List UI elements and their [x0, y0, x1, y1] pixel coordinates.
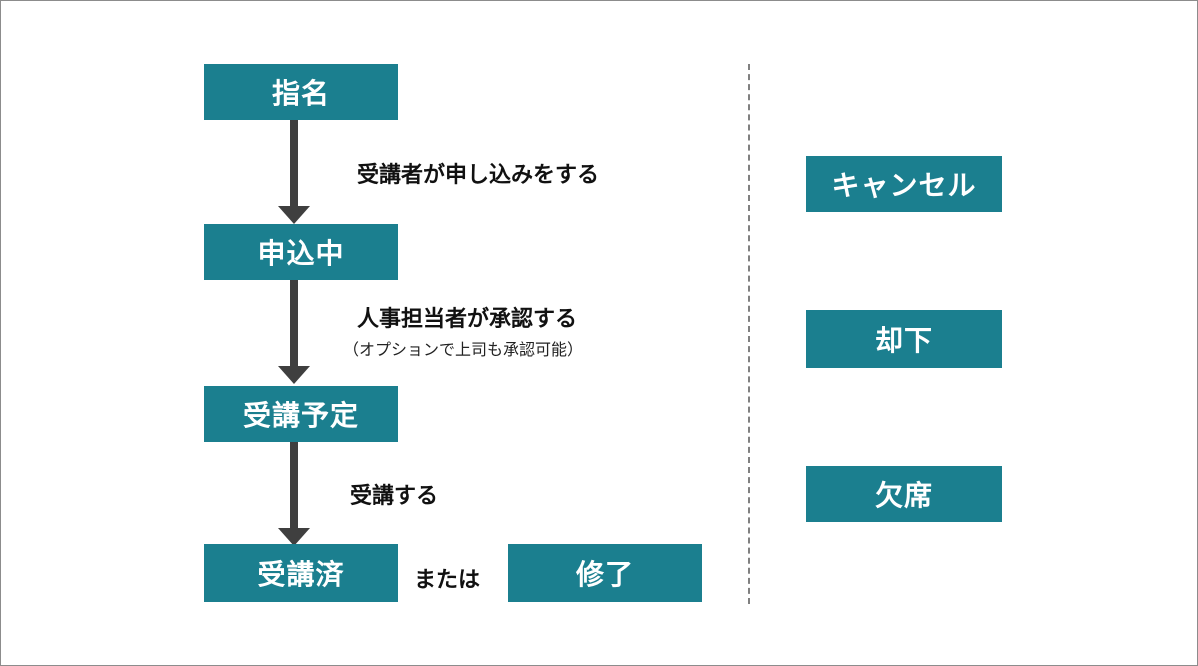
status-box-completed-finished: 修了 — [508, 544, 702, 602]
or-connector-label: または — [414, 568, 481, 593]
status-box-nominated: 指名 — [204, 64, 398, 120]
dashed-divider — [748, 64, 750, 604]
status-box-cancel: キャンセル — [806, 156, 1002, 212]
flow-arrow-2-shaft — [290, 280, 298, 370]
status-box-scheduled: 受講予定 — [204, 386, 398, 442]
status-box-applying: 申込中 — [204, 224, 398, 280]
transition-label-approve: 人事担当者が承認する — [357, 307, 578, 332]
flow-arrow-2-head — [278, 366, 310, 384]
transition-label-apply: 受講者が申し込みをする — [357, 163, 600, 188]
flow-arrow-1-head — [278, 206, 310, 224]
transition-label-attend: 受講する — [350, 484, 439, 509]
flow-arrow-3-shaft — [290, 442, 298, 532]
status-box-absent: 欠席 — [806, 466, 1002, 522]
flow-arrow-3-head — [278, 528, 310, 546]
transition-note-approve: （オプションで上司も承認可能） — [343, 340, 584, 359]
flow-arrow-1-shaft — [290, 120, 298, 212]
status-box-rejected: 却下 — [806, 310, 1002, 368]
status-box-completed-attended: 受講済 — [204, 544, 398, 602]
